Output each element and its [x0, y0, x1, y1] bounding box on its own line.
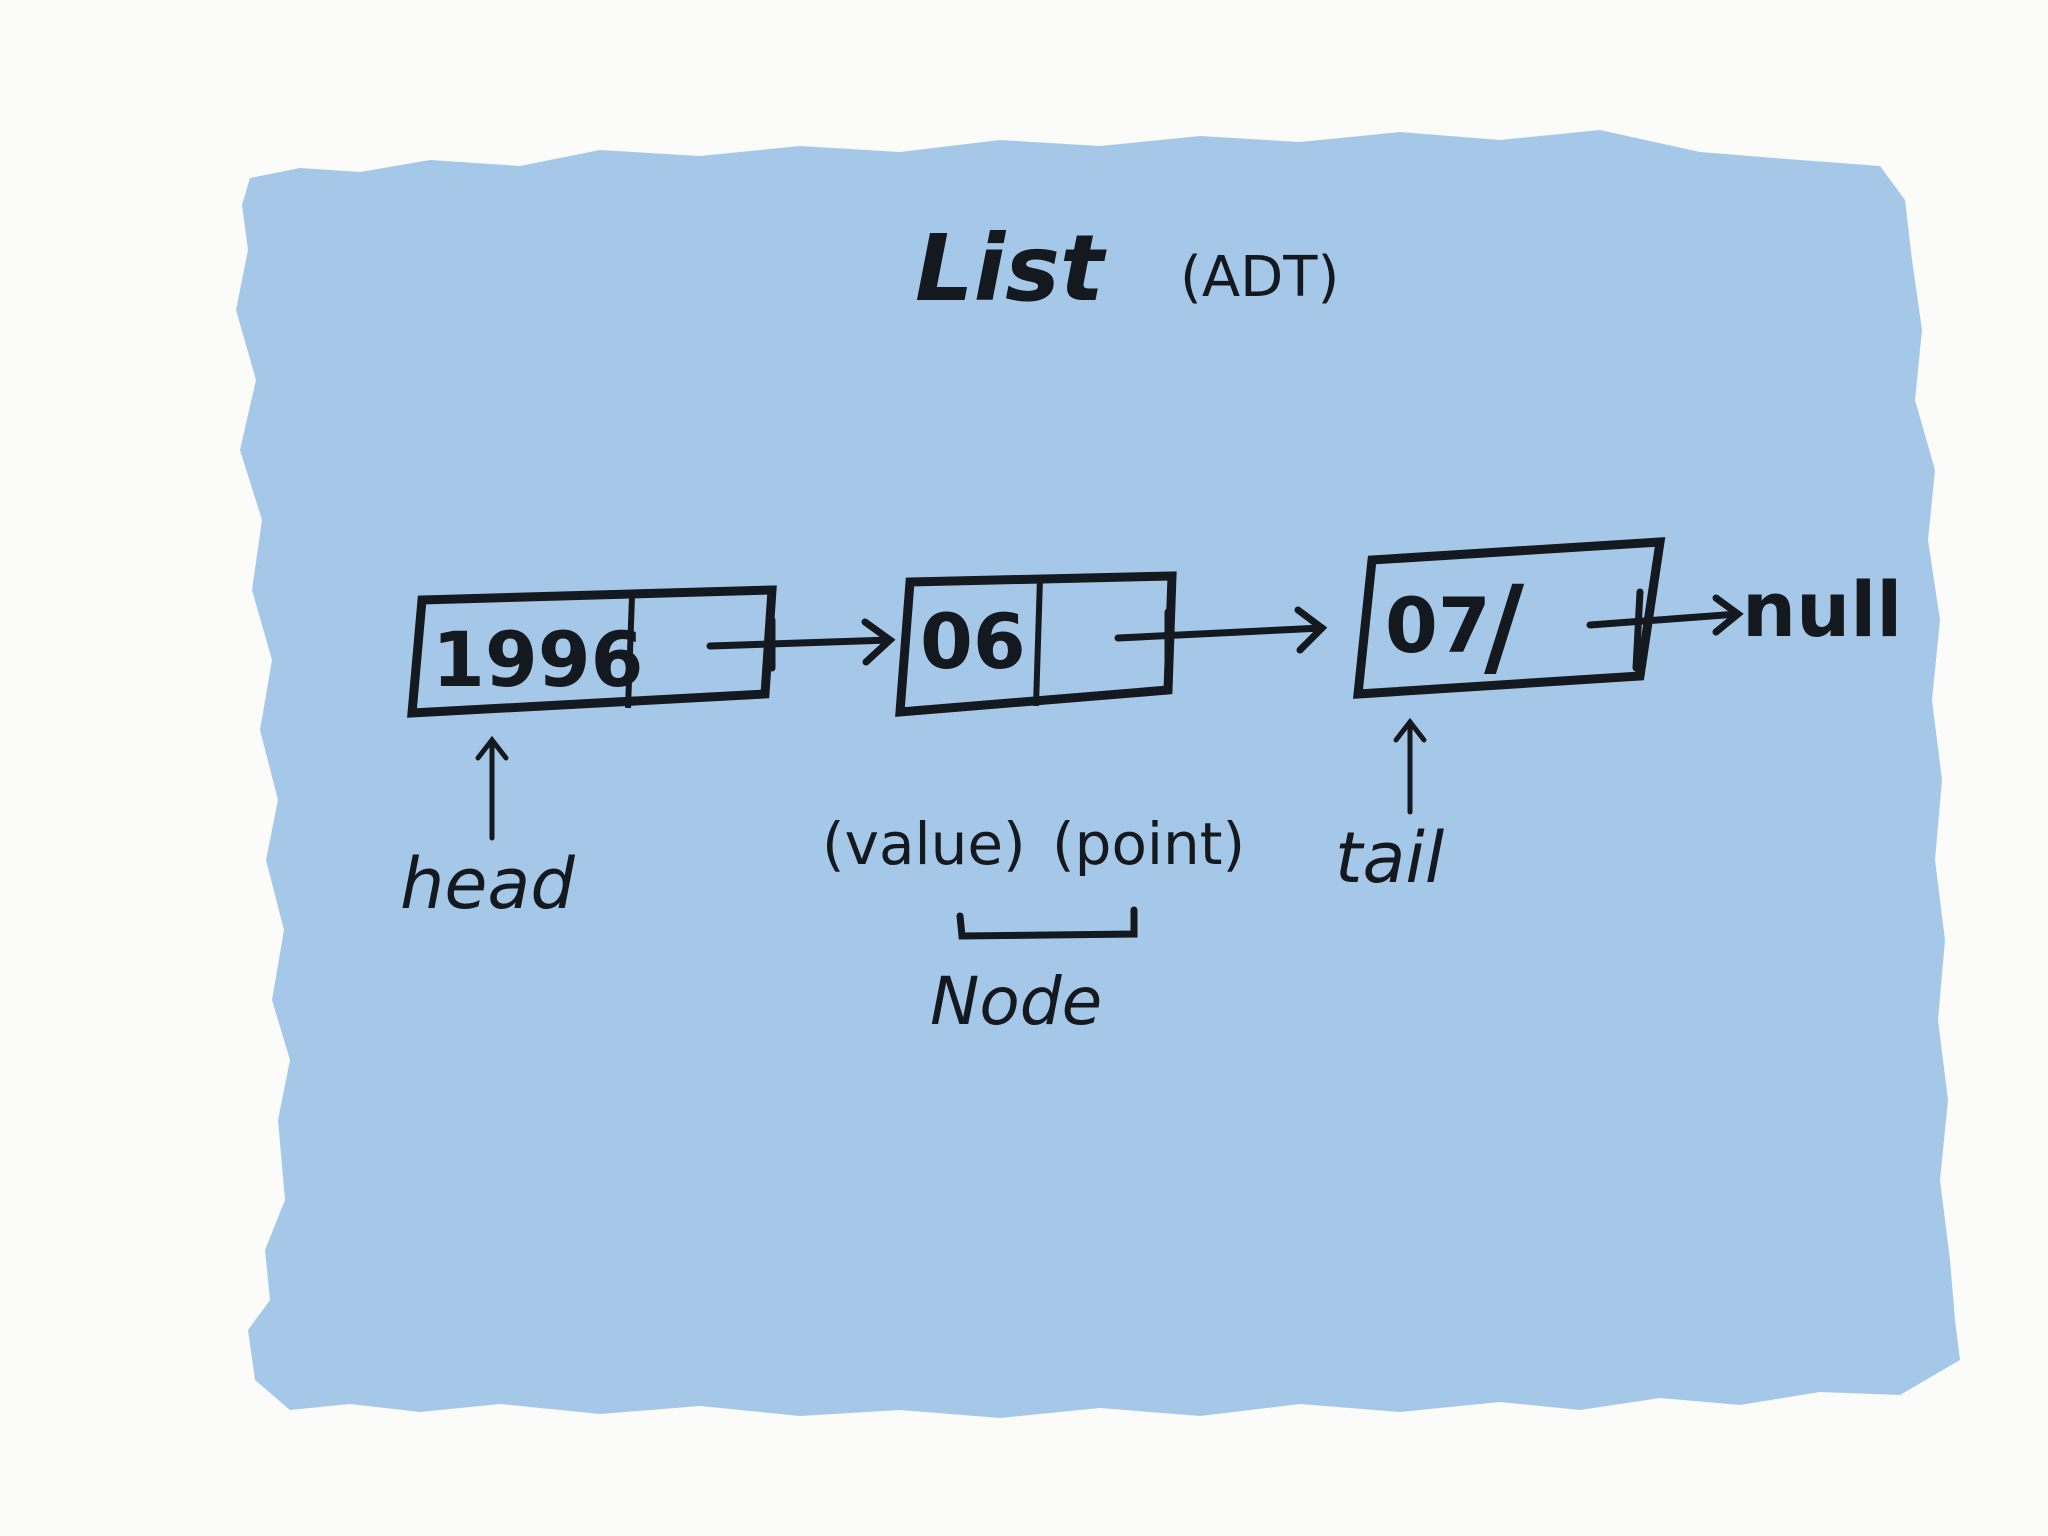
node-3-null-pointer: /	[1484, 562, 1525, 690]
watercolor-wash	[236, 130, 1960, 1418]
point-label: (point)	[1052, 810, 1245, 878]
node-2-box	[895, 571, 1177, 717]
node-1-box	[407, 585, 777, 718]
value-label: (value)	[822, 810, 1026, 878]
node-1-value: 1996	[432, 615, 644, 704]
head-label: head	[400, 843, 575, 925]
diagram-subtitle: (ADT)	[1180, 245, 1339, 310]
list-node-1: 1996	[407, 585, 777, 718]
tail-pointer-arrow	[1393, 717, 1427, 815]
null-label: null	[1742, 565, 1902, 654]
node-label: Node	[930, 963, 1102, 1040]
node-2-divider	[1033, 577, 1043, 707]
node-2-value: 06	[920, 597, 1026, 686]
diagram-title: List	[915, 215, 1107, 322]
list-node-2: 06	[895, 571, 1177, 717]
next-arrow-1	[706, 616, 896, 672]
list-node-3: 07 /	[1352, 537, 1666, 699]
head-pointer-arrow	[475, 735, 509, 841]
next-arrow-3	[1586, 588, 1744, 672]
node-3-value: 07	[1385, 581, 1491, 670]
next-arrow-2	[1114, 606, 1328, 664]
node-3-box	[1352, 537, 1666, 699]
tail-label: tail	[1335, 817, 1445, 899]
node-brace	[956, 906, 1138, 940]
node-1-divider	[625, 595, 635, 709]
